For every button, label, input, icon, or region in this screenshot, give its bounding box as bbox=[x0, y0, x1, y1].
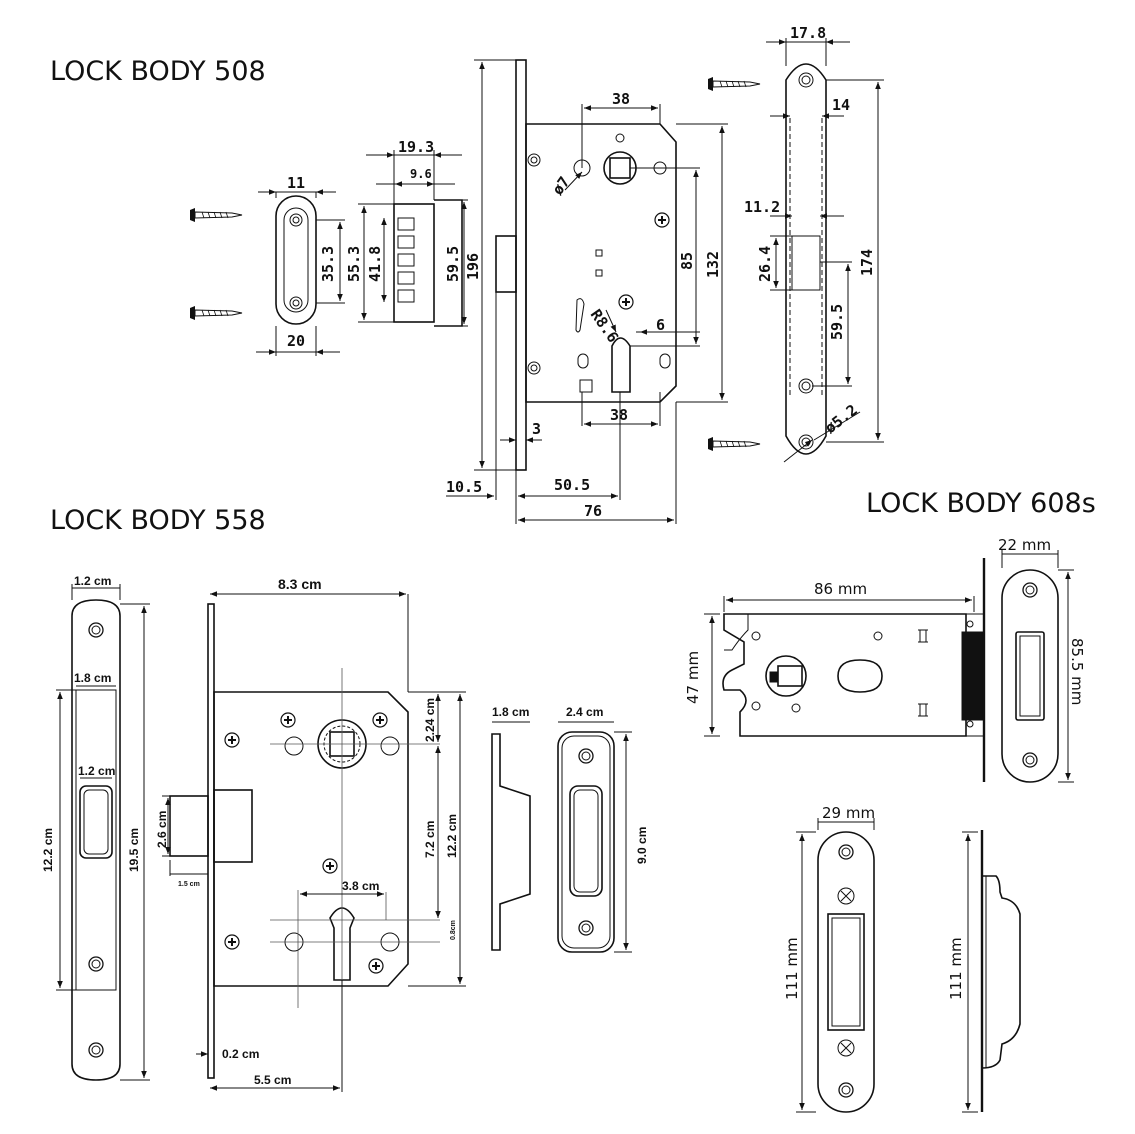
dim-screw-dia: ø5.2 bbox=[821, 401, 861, 437]
dim-558-keeper-depth: 1.8 cm bbox=[492, 705, 529, 719]
title-lock-body-558: LOCK BODY 558 bbox=[50, 505, 266, 536]
faceplate-558 bbox=[207, 603, 215, 1079]
screw-icon bbox=[707, 76, 761, 92]
dim-latch-inner: 41.8 bbox=[366, 246, 384, 282]
dim-slot-to-hole: 59.5 bbox=[828, 304, 846, 340]
title-lock-body-508: LOCK BODY 508 bbox=[50, 56, 266, 87]
dim-strike-base: 20 bbox=[287, 332, 305, 350]
screw-icon bbox=[189, 207, 243, 223]
faceplate-508 bbox=[515, 59, 527, 471]
dim-case-depth: 76 bbox=[584, 502, 602, 520]
keeper-side-558 bbox=[491, 733, 531, 951]
dim-latch-face: 59.5 bbox=[444, 246, 462, 282]
dim-latch-step: 9.6 bbox=[410, 167, 432, 181]
dim-spindle-cyl: 85 bbox=[678, 252, 696, 270]
dim-608s-strike-side-len: 111 mm bbox=[947, 937, 965, 1000]
dim-hole-dia: ø7 bbox=[549, 173, 574, 198]
title-lock-body-608s: LOCK BODY 608s bbox=[866, 488, 1096, 519]
dim-558-backset: 5.5 cm bbox=[254, 1073, 291, 1087]
dim-558-latch-depth: 1.5 cm bbox=[178, 881, 200, 888]
case-508 bbox=[525, 123, 677, 403]
case-608s bbox=[722, 613, 967, 737]
dim-cyl-centers: 38 bbox=[610, 406, 628, 424]
dim-plate-length: 174 bbox=[858, 249, 876, 276]
dim-558-strike-inner: 1.8 cm bbox=[74, 671, 111, 685]
case-558 bbox=[213, 691, 409, 987]
lock-608s-drawing: 86 mm 47 mm 22 mm 85.5 mm 29 mm 111 mm bbox=[684, 536, 1086, 1113]
strike-plate-558 bbox=[71, 599, 121, 1081]
strike-plate-608s bbox=[817, 831, 875, 1113]
latch-508 bbox=[393, 203, 435, 323]
dim-558-spindle-offset: 2.24 cm bbox=[423, 698, 437, 742]
dim-slot-height: 26.4 bbox=[756, 246, 774, 282]
lock-558-drawing: 1.2 cm 1.8 cm 1.2 cm 12.2 cm 19.5 cm 8.3… bbox=[41, 574, 649, 1092]
dim-latch-depth: 19.3 bbox=[398, 138, 434, 156]
dim-face-offset: 10.5 bbox=[446, 478, 482, 496]
dim-558-strike-width: 1.2 cm bbox=[74, 574, 111, 588]
dim-608s-plate-width: 22 mm bbox=[998, 536, 1051, 554]
dim-608s-plate-height: 85.5 mm bbox=[1068, 638, 1086, 705]
strike-side-608s bbox=[981, 875, 1021, 1069]
dim-faceplate-length: 196 bbox=[464, 253, 482, 280]
dim-558-slot-width: 1.2 cm bbox=[78, 764, 115, 778]
lock-508-drawing: 11 20 35.3 19.3 9.6 55.3 41.8 59.5 bbox=[189, 24, 884, 524]
dim-latch-outer: 55.3 bbox=[345, 246, 363, 282]
dim-cyl-offset: 6 bbox=[656, 316, 665, 334]
dim-558-keeper-width: 2.4 cm bbox=[566, 705, 603, 719]
screw-icon bbox=[707, 436, 761, 452]
dim-608s-body-length: 86 mm bbox=[814, 580, 867, 598]
dim-558-case-height: 12.2 cm bbox=[445, 814, 459, 858]
dim-slot-width: 11.2 bbox=[744, 198, 780, 216]
faceplate-608s bbox=[1001, 569, 1059, 783]
screw-icon bbox=[189, 305, 243, 321]
dim-backset: 50.5 bbox=[554, 476, 590, 494]
strike-plate-508-right bbox=[785, 63, 827, 455]
dim-558-strike-inner-len: 12.2 cm bbox=[41, 828, 55, 872]
dim-558-keeper-height: 9.0 cm bbox=[635, 827, 649, 864]
keeper-front-558 bbox=[557, 731, 615, 953]
dim-558-latch-height: 2.6 cm bbox=[155, 811, 169, 848]
dim-558-strike-len: 19.5 cm bbox=[127, 828, 141, 872]
dim-plate-inner: 14 bbox=[832, 96, 850, 114]
dim-strike-holes: 35.3 bbox=[319, 246, 337, 282]
dim-608s-strike-width: 29 mm bbox=[822, 804, 875, 822]
dim-558-spindle-cyl: 7.2 cm bbox=[423, 821, 437, 858]
dim-spindle-offset: 38 bbox=[612, 90, 630, 108]
dim-case-height: 132 bbox=[704, 251, 722, 278]
dim-608s-strike-len: 111 mm bbox=[783, 937, 801, 1000]
strike-plate-508 bbox=[275, 195, 317, 325]
dim-plate-width: 17.8 bbox=[790, 24, 826, 42]
dim-558-cyl-small: 0.8cm bbox=[450, 920, 457, 940]
dim-608s-body-height: 47 mm bbox=[684, 651, 702, 704]
dim-558-body-width: 8.3 cm bbox=[278, 576, 322, 592]
dim-558-cyl-spacing: 3.8 cm bbox=[342, 879, 379, 893]
dim-558-face-thickness: 0.2 cm bbox=[222, 1047, 259, 1061]
dim-strike-width: 11 bbox=[287, 174, 305, 192]
dim-faceplate-thickness: 3 bbox=[532, 420, 541, 438]
cylinder-hole-508 bbox=[611, 337, 631, 393]
